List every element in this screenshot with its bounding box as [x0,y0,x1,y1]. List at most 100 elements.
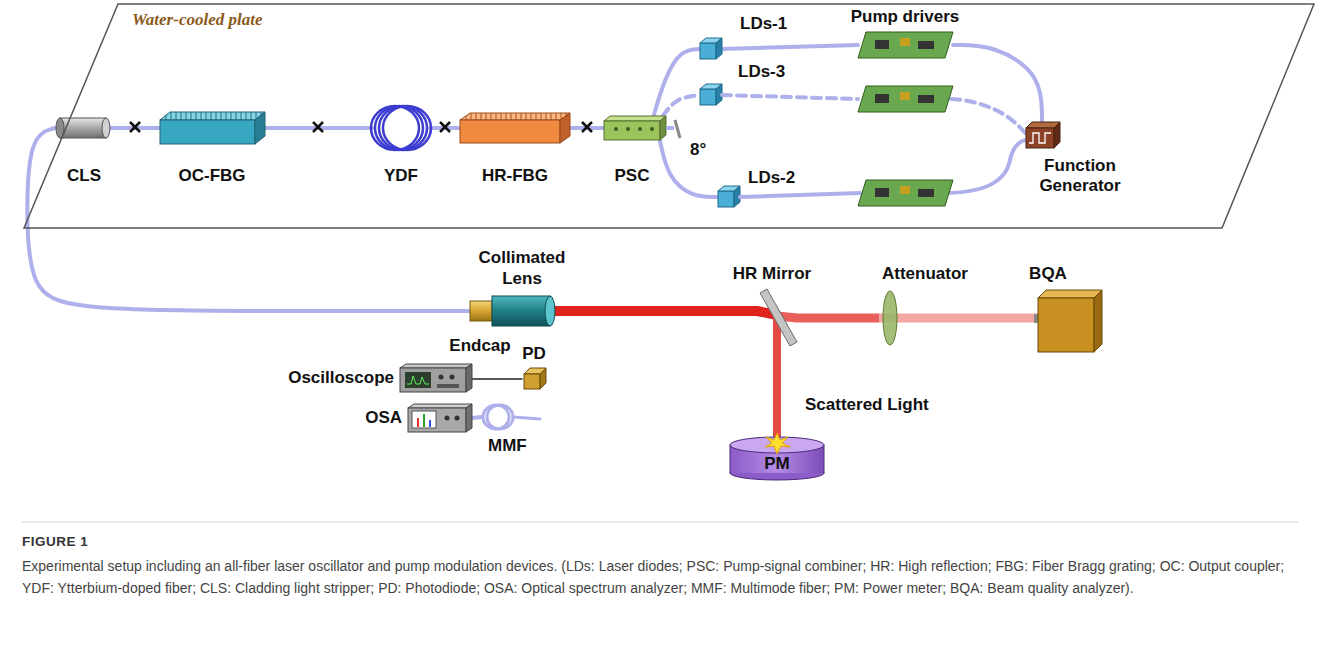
splice-mark [440,122,450,132]
component-label: PD [522,344,546,364]
splice-mark [130,122,592,132]
component-label: Collimated Lens [472,248,572,289]
attenuator [883,291,897,345]
fiber-link [947,140,1026,193]
collimator-lens [545,296,555,326]
splice-mark [130,122,140,132]
driver-board [918,41,934,49]
oscilloscope [405,372,431,388]
analyzer-box [1038,290,1102,298]
driver-board [918,95,934,103]
combiner-box [604,121,660,140]
driver-board [875,40,889,49]
spectrum-analyzer [423,414,425,427]
laser-diode [700,89,716,105]
fbg-box [160,112,265,120]
analyzer-box [1038,298,1094,352]
stripper-cylinder [56,118,110,138]
splice-mark [313,122,323,132]
collimator-lens: Collimated Lens [492,294,554,328]
fiber-coil [483,405,540,429]
photodiode: PD [522,368,546,390]
component-label: Endcap [449,336,510,356]
oscilloscope [400,364,472,392]
laser-diode: LDs-2 [718,186,740,208]
combiner-box: PSC [604,116,666,140]
cooling-plate: Water-cooled plateCLSOC-FBGYDFHR-FBGPSCL… [0,0,1320,232]
fiber-coil [383,106,431,150]
splice-mark [440,122,450,132]
angled-port [675,120,680,138]
component-label: BQA [1029,264,1067,284]
combiner-box [604,116,666,140]
signal-generator [1026,122,1060,148]
laser-diode: LDs-1 [700,38,722,60]
fiber-coil [371,106,431,150]
component-label: Pump drivers [851,7,960,27]
laser-beam [796,314,880,323]
driver-board [875,188,889,197]
spectrum-analyzer [429,420,431,427]
endcap [470,301,492,321]
signal-generator [1029,133,1051,143]
component-label: PSC [615,166,650,186]
splice-mark [582,122,592,132]
fiber-link [740,193,860,197]
driver-board: Pump drivers [858,32,953,58]
component-label: Oscilloscope [288,368,394,388]
laser-diode [716,38,722,59]
laser-diode [700,38,740,207]
driver-board [858,180,953,206]
driver-board [900,38,910,46]
spectrum-analyzer [445,416,450,421]
laser-diode: LDs-3 [700,84,722,106]
splice-mark [130,122,140,132]
laser-diode [718,191,734,207]
combiner-box [660,116,666,140]
component-label: LDs-3 [738,62,785,82]
analyzer-box [1034,290,1102,352]
component-label: CLS [67,166,101,186]
combiner-box [650,127,654,131]
attenuator: Attenuator [880,290,900,346]
component-label: Attenuator [882,264,968,284]
driver-board [858,86,953,112]
stripper-cylinder [60,118,106,138]
power-meter: PM [730,438,824,478]
angle-label: 8° [690,140,706,160]
figure-caption: FIGURE 1Experimental setup including an … [22,534,1302,600]
fbg-box [160,112,265,144]
mirror: HR Mirror [758,290,796,346]
spectrum-analyzer [408,404,472,432]
fiber-coil [487,405,513,429]
mirror [760,289,797,346]
oscilloscope [466,364,472,392]
fiber-link [722,95,858,99]
photodiode [524,374,540,389]
component-label: LDs-2 [748,168,795,188]
laser-beam [900,313,1038,322]
spectrum-analyzer [408,408,466,432]
laser-beam [773,346,781,438]
plate-outline [0,0,1320,232]
grating-box: HR-FBG [460,113,570,143]
driver-board [900,186,910,194]
grating-box: OC-FBG [160,112,265,144]
fiber-coil [513,417,540,419]
angled-port [666,120,680,138]
driver-board [858,32,953,58]
spectrum-analyzer [412,411,436,428]
spectrum-analyzer [408,404,472,408]
power-meter [765,433,790,454]
caption-text: Experimental setup including an all-fibe… [22,555,1302,600]
component-label: Function Generator [1030,156,1130,197]
component-label: OSA [365,408,402,428]
laser-diode [700,43,716,59]
component-label: MMF [488,436,527,456]
splice-mark [313,122,323,132]
signal-generator: Function Generator [1026,122,1060,146]
fiber-link [27,128,470,311]
